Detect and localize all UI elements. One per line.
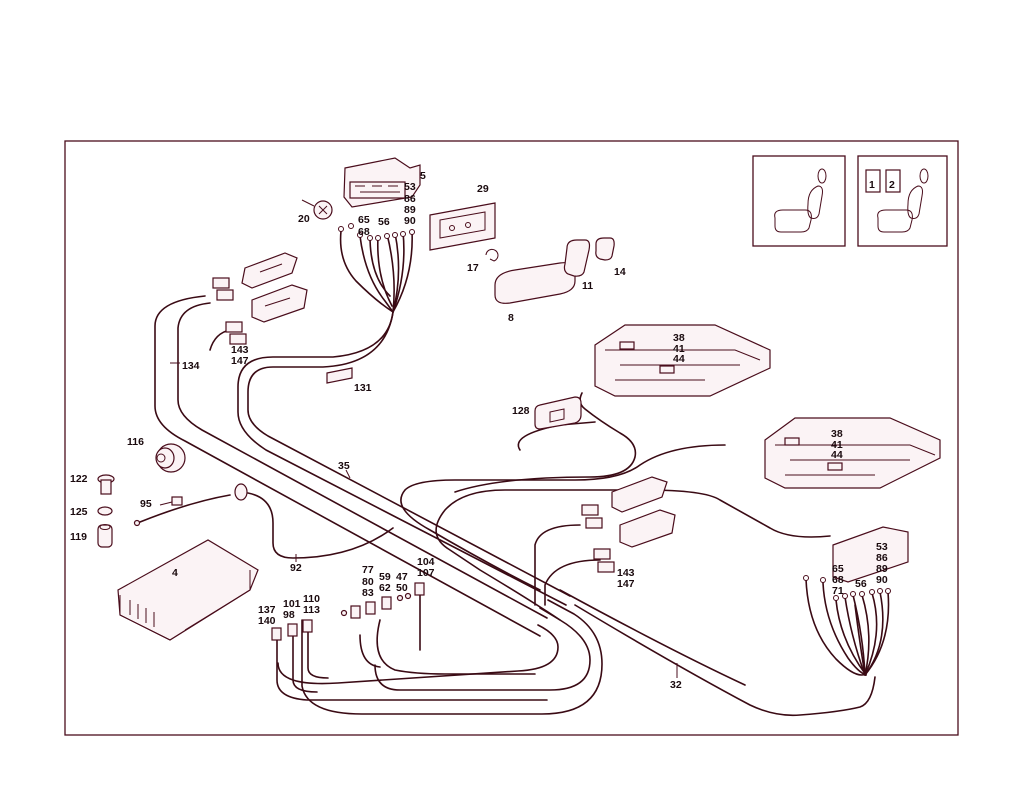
label-68-top: 68 bbox=[358, 226, 370, 238]
label-131: 131 bbox=[354, 382, 372, 394]
label-128: 128 bbox=[512, 405, 530, 417]
clip-17 bbox=[485, 248, 499, 262]
label-137: 137 bbox=[258, 604, 276, 616]
label-41-lower: 41 bbox=[831, 439, 843, 451]
label-71: 71 bbox=[832, 585, 844, 597]
label-104: 104 bbox=[417, 556, 435, 568]
label-107: 107 bbox=[417, 567, 435, 579]
memory-button-2: 2 bbox=[889, 179, 895, 191]
main-wiring-harness bbox=[139, 295, 876, 717]
connector-53-pins bbox=[803, 575, 891, 601]
label-80: 80 bbox=[362, 576, 374, 588]
label-143-left: 143 bbox=[231, 344, 249, 356]
seat-icon-inset-left bbox=[752, 155, 846, 247]
label-101: 101 bbox=[283, 598, 301, 610]
label-5: 5 bbox=[420, 170, 426, 182]
label-38-upper: 38 bbox=[673, 332, 685, 344]
button-14 bbox=[595, 237, 615, 261]
label-47: 47 bbox=[396, 571, 408, 583]
label-41-upper: 41 bbox=[673, 343, 685, 355]
seat-module-lower bbox=[764, 417, 941, 489]
label-134: 134 bbox=[182, 360, 200, 372]
label-122: 122 bbox=[70, 473, 88, 485]
button-11 bbox=[563, 239, 591, 277]
label-86-right: 86 bbox=[876, 552, 888, 564]
label-90-right: 90 bbox=[876, 574, 888, 586]
washer-125 bbox=[97, 506, 113, 516]
sleeve-119 bbox=[97, 524, 113, 548]
connector-pair-right bbox=[581, 476, 676, 573]
label-77: 77 bbox=[362, 564, 374, 576]
connector-5-pins bbox=[338, 223, 415, 241]
connectors-lower-center bbox=[271, 582, 425, 641]
label-68-right: 68 bbox=[832, 574, 844, 586]
label-20: 20 bbox=[298, 213, 310, 225]
label-53-right: 53 bbox=[876, 541, 888, 553]
label-35: 35 bbox=[338, 460, 350, 472]
memory-button-1: 1 bbox=[869, 179, 875, 191]
label-38-lower: 38 bbox=[831, 428, 843, 440]
sensor-95 bbox=[133, 483, 248, 527]
label-98: 98 bbox=[283, 609, 295, 621]
label-110: 110 bbox=[303, 593, 320, 605]
connector-53-pin-fan bbox=[805, 578, 890, 676]
label-62: 62 bbox=[379, 582, 391, 594]
label-44-lower: 44 bbox=[831, 449, 843, 461]
label-125: 125 bbox=[70, 506, 88, 518]
label-53-top: 53 bbox=[404, 181, 416, 193]
label-86-top: 86 bbox=[404, 193, 416, 205]
seat-memory-inset-right: 1 2 bbox=[857, 155, 948, 247]
label-44-upper: 44 bbox=[673, 353, 685, 365]
label-89-right: 89 bbox=[876, 563, 888, 575]
connector-pair-upper-left bbox=[212, 252, 308, 345]
seat-module-upper bbox=[594, 324, 771, 397]
label-4: 4 bbox=[172, 567, 178, 579]
label-89-top: 89 bbox=[404, 204, 416, 216]
part-labels: 5 53 86 89 90 65 68 56 20 29 17 11 14 8 … bbox=[70, 170, 888, 691]
label-32: 32 bbox=[670, 679, 682, 691]
label-59: 59 bbox=[379, 571, 391, 583]
label-95: 95 bbox=[140, 498, 152, 510]
label-90-top: 90 bbox=[404, 215, 416, 227]
connector-5-pin-fan bbox=[339, 230, 413, 313]
label-147-left: 147 bbox=[231, 355, 249, 367]
label-147-right: 147 bbox=[617, 578, 635, 590]
switch-128 bbox=[534, 396, 582, 430]
label-140: 140 bbox=[258, 615, 276, 627]
cover-8 bbox=[494, 262, 576, 304]
label-56-top: 56 bbox=[378, 216, 390, 228]
label-65-right: 65 bbox=[832, 563, 844, 575]
label-11: 11 bbox=[582, 280, 593, 292]
label-113: 113 bbox=[303, 604, 320, 616]
label-17: 17 bbox=[467, 262, 479, 274]
leader-lines bbox=[159, 362, 678, 678]
screw-20 bbox=[301, 199, 333, 220]
label-56-right: 56 bbox=[855, 578, 867, 590]
label-92: 92 bbox=[290, 562, 302, 574]
label-119: 119 bbox=[70, 531, 87, 543]
label-8: 8 bbox=[508, 312, 514, 324]
control-unit-4 bbox=[117, 539, 259, 641]
label-29: 29 bbox=[477, 183, 489, 195]
diagram-frame bbox=[64, 140, 959, 736]
label-65-top: 65 bbox=[358, 214, 370, 226]
connector-block-5 bbox=[343, 157, 421, 208]
bolt-122 bbox=[97, 474, 115, 495]
switch-panel-29 bbox=[429, 202, 496, 251]
connector-block-53 bbox=[832, 526, 909, 583]
label-14: 14 bbox=[614, 266, 626, 278]
grommet-116 bbox=[155, 443, 186, 473]
label-116: 116 bbox=[127, 436, 144, 448]
clip-131 bbox=[326, 367, 353, 384]
label-143-right: 143 bbox=[617, 567, 635, 579]
label-50: 50 bbox=[396, 582, 408, 594]
label-83: 83 bbox=[362, 587, 374, 599]
